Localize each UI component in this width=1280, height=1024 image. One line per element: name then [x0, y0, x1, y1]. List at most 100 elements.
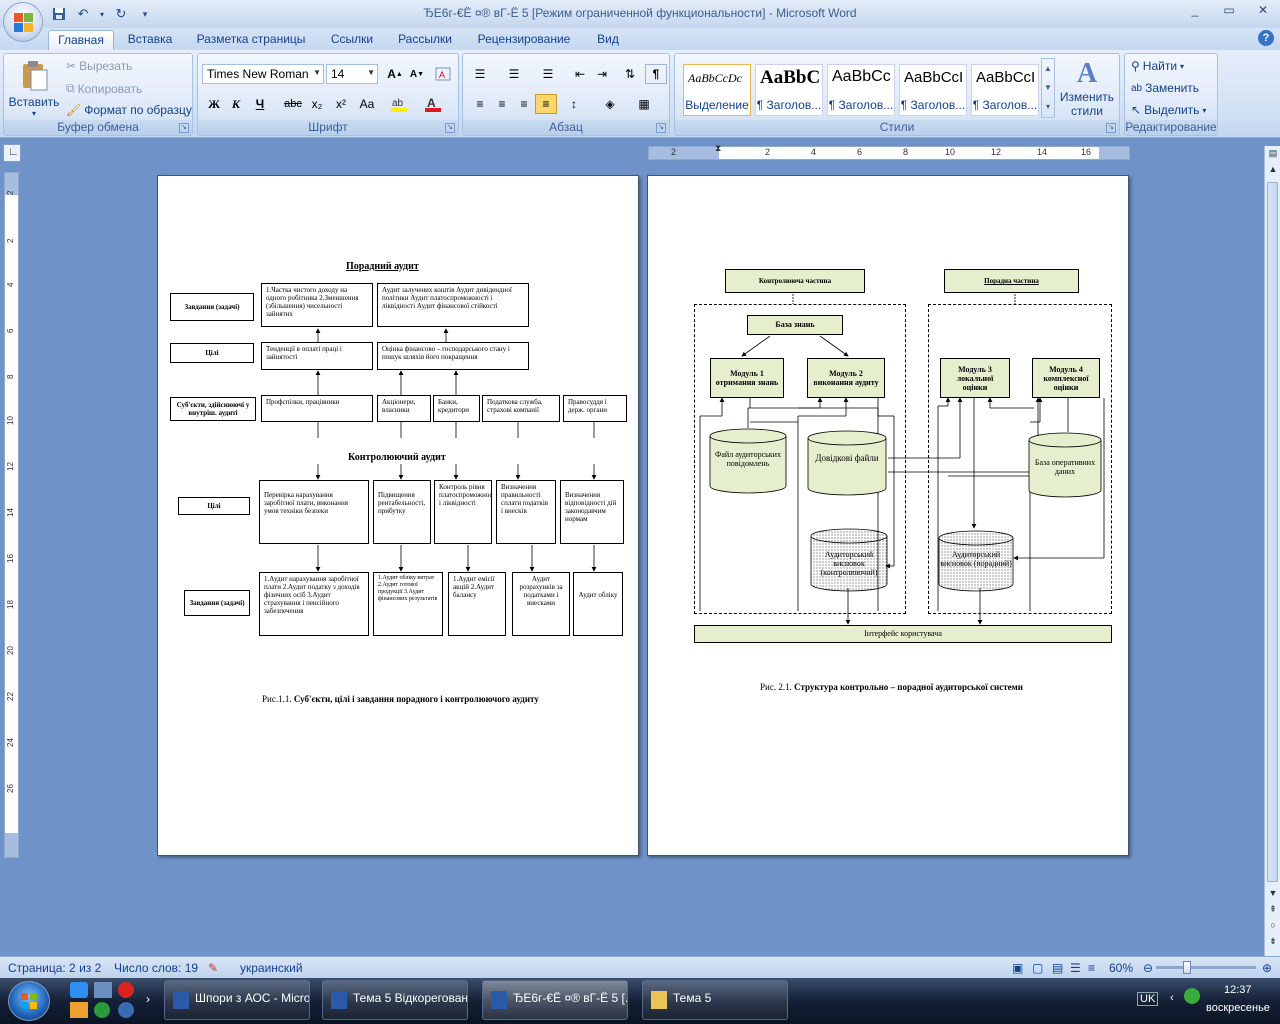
tab-view[interactable]: Вид — [597, 32, 619, 46]
cut-button[interactable]: ✂Вырезать — [66, 59, 132, 73]
tab-selector-button[interactable]: ∟ — [3, 144, 21, 162]
document-page-1[interactable]: Порадний аудит Завдання (задачі) 1.Частк… — [157, 175, 639, 856]
tab-mailings[interactable]: Рассылки — [398, 32, 452, 46]
customize-qat-icon[interactable]: ▾ — [142, 8, 148, 19]
styles-launcher-icon[interactable]: ↘ — [1106, 123, 1116, 133]
styles-scroll[interactable]: ▲▼▾ — [1041, 58, 1055, 118]
start-button[interactable] — [8, 981, 50, 1021]
style-item[interactable]: AaBbCc¶ Заголов... — [827, 64, 895, 116]
utorrent-icon[interactable] — [94, 1002, 110, 1018]
select-button[interactable]: ↖Выделить▾ — [1131, 103, 1206, 117]
word-count[interactable]: Число слов: 19 — [114, 961, 199, 975]
style-item[interactable]: AaBbC¶ Заголов... — [755, 64, 823, 116]
taskbar-item-word[interactable]: Шпори з АОС - Micro... — [164, 980, 310, 1020]
align-center-icon[interactable]: ≡ — [498, 97, 506, 111]
increase-indent-icon[interactable]: ⇥ — [596, 67, 608, 81]
media-icon[interactable] — [70, 1002, 88, 1018]
shrink-font-button[interactable]: A▼ — [409, 68, 425, 80]
style-item[interactable]: AaBbCcI¶ Заголов... — [971, 64, 1039, 116]
taskbar-item-folder[interactable]: Тема 5 — [642, 980, 788, 1020]
zoom-slider-thumb[interactable] — [1183, 961, 1191, 974]
scrollbar-thumb[interactable] — [1267, 182, 1278, 882]
multilevel-list-icon[interactable]: ☰ — [542, 67, 554, 81]
zoom-in-icon[interactable]: ⊕ — [1262, 961, 1273, 975]
indent-marker-icon[interactable]: ⧗ — [715, 143, 722, 153]
font-launcher-icon[interactable]: ↘ — [445, 123, 455, 133]
paste-button[interactable]: Вставить ▾ — [8, 58, 60, 118]
view-print-layout-icon[interactable]: ▣ — [1012, 961, 1024, 975]
scroll-down-icon[interactable]: ▼ — [1268, 888, 1278, 898]
paragraph-launcher-icon[interactable]: ↘ — [656, 123, 666, 133]
font-size-combo[interactable]: 14▼ — [326, 64, 378, 84]
format-painter-button[interactable]: 🖌Формат по образцу — [66, 103, 192, 117]
scroll-up-icon[interactable]: ▲ — [1268, 164, 1278, 174]
view-draft-icon[interactable]: ≡ — [1088, 961, 1096, 975]
view-full-screen-icon[interactable]: ▢ — [1032, 961, 1044, 975]
decrease-indent-icon[interactable]: ⇤ — [574, 67, 586, 81]
font-name-combo[interactable]: Times New Roman▼ — [202, 64, 324, 84]
strikethrough-button[interactable]: abc — [284, 98, 302, 110]
sort-icon[interactable]: ⇅ — [624, 67, 636, 81]
align-right-icon[interactable]: ≡ — [520, 97, 528, 111]
borders-icon[interactable]: ▦ — [638, 97, 650, 111]
subscript-button[interactable]: x₂ — [311, 97, 323, 111]
clipboard-launcher-icon[interactable]: ↘ — [179, 123, 189, 133]
tab-insert[interactable]: Вставка — [127, 32, 173, 46]
utorrent-tray-icon[interactable] — [1184, 988, 1200, 1004]
ie-icon[interactable] — [70, 982, 88, 998]
change-styles-button[interactable]: A Изменить стили — [1059, 58, 1115, 118]
language-tray[interactable]: UK — [1137, 992, 1159, 1006]
change-case-button[interactable]: Aa — [359, 97, 375, 111]
next-page-icon[interactable]: ⇟ — [1269, 936, 1277, 946]
close-button[interactable]: ✕ — [1257, 3, 1269, 17]
italic-button[interactable]: К — [231, 96, 241, 111]
style-item[interactable]: AaBbCcI¶ Заголов... — [899, 64, 967, 116]
page-count[interactable]: Страница: 2 из 2 — [8, 961, 102, 975]
help-icon[interactable]: ? — [1258, 30, 1274, 46]
zoom-level[interactable]: 60% — [1109, 961, 1134, 975]
undo-icon[interactable]: ↶ — [77, 6, 89, 21]
clear-format-icon[interactable]: A — [432, 64, 454, 84]
spelling-icon[interactable]: ✎ — [208, 961, 219, 975]
shading-icon[interactable]: ◈ — [605, 97, 615, 111]
font-color-icon[interactable]: A — [422, 94, 444, 114]
redo-icon[interactable]: ↻ — [115, 6, 127, 21]
office-button[interactable] — [3, 2, 43, 42]
clock-time[interactable]: 12:37 — [1224, 984, 1252, 996]
view-ruler-icon[interactable]: ▤ — [1268, 148, 1278, 158]
vertical-scrollbar[interactable]: ▤ ▲ ▼ ⇞ ○ ⇟ — [1264, 146, 1280, 956]
prev-page-icon[interactable]: ⇞ — [1269, 904, 1277, 914]
superscript-button[interactable]: x² — [336, 97, 346, 111]
highlight-icon[interactable]: ab — [388, 94, 410, 114]
grow-font-button[interactable]: A▲ — [387, 67, 403, 81]
document-page-2[interactable]: Контролююча частина Порадна частина База… — [647, 175, 1129, 856]
tab-home[interactable]: Главная — [48, 30, 114, 50]
taskbar-item-word-active[interactable]: ЂЕ6г-€Ё ¤® вГ-Ё 5 [... — [482, 980, 628, 1020]
app-icon[interactable] — [118, 1002, 134, 1018]
align-left-icon[interactable]: ≡ — [476, 97, 484, 111]
view-outline-icon[interactable]: ☰ — [1070, 961, 1081, 975]
language-indicator[interactable]: украинский — [240, 961, 303, 975]
chevron-right-icon[interactable]: › — [146, 992, 150, 1006]
tab-page-layout[interactable]: Разметка страницы — [196, 32, 306, 46]
find-button[interactable]: ⚲Найти▾ — [1131, 59, 1184, 73]
justify-icon[interactable]: ≡ — [535, 94, 557, 114]
numbering-icon[interactable]: ☰ — [508, 67, 520, 81]
browse-object-icon[interactable]: ○ — [1270, 920, 1276, 930]
copy-button[interactable]: ⧉Копировать — [66, 81, 142, 96]
zoom-slider[interactable] — [1156, 966, 1256, 969]
show-desktop-icon[interactable] — [94, 982, 112, 998]
vertical-ruler[interactable]: 2 2 4 6 8 10 12 14 16 18 20 22 24 26 — [4, 172, 19, 858]
bold-button[interactable]: Ж — [208, 96, 220, 111]
taskbar-item-word[interactable]: Тема 5 Відкорегован... — [322, 980, 468, 1020]
tab-references[interactable]: Ссылки — [330, 32, 374, 46]
underline-button[interactable]: Ч — [255, 97, 265, 111]
line-spacing-icon[interactable]: ↕ — [571, 97, 577, 111]
pilcrow-icon[interactable]: ¶ — [645, 64, 667, 84]
minimize-button[interactable]: _ — [1191, 3, 1199, 17]
opera-icon[interactable] — [118, 982, 134, 998]
maximize-button[interactable]: ▭ — [1223, 3, 1235, 17]
view-web-layout-icon[interactable]: ▤ — [1052, 961, 1064, 975]
